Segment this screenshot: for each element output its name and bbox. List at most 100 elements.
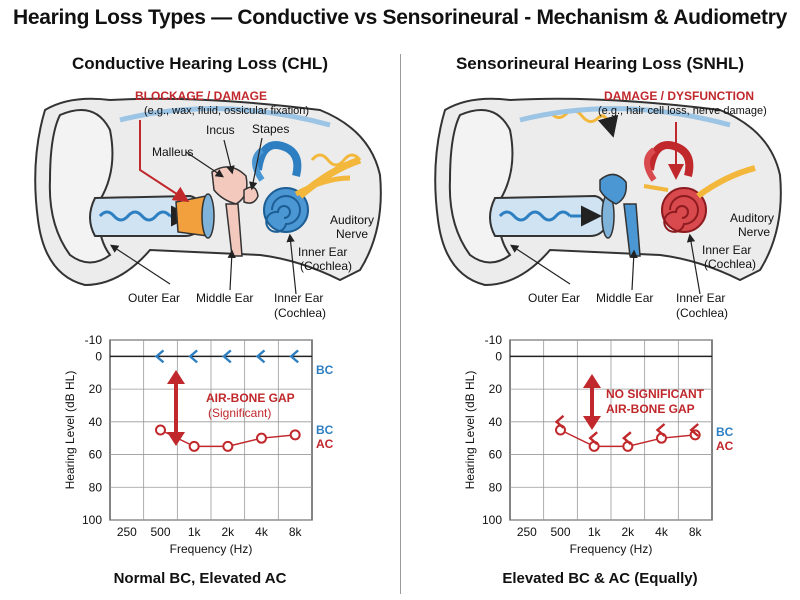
snhl-xtick-label: 1k bbox=[588, 525, 602, 539]
chl-stapes bbox=[243, 186, 259, 204]
snhl-ear-illustration bbox=[434, 97, 782, 295]
chl-ac-point bbox=[289, 429, 301, 441]
chl-panel-title: Conductive Hearing Loss (CHL) bbox=[72, 54, 328, 73]
chl-label-inner-ear-d: (Cochlea) bbox=[274, 306, 326, 320]
snhl-xtick-label: 250 bbox=[517, 525, 537, 539]
snhl-label-inner-ear-b: (Cochlea) bbox=[704, 257, 756, 271]
snhl-bc-point bbox=[588, 431, 598, 446]
snhl-xtick-label: 500 bbox=[550, 525, 570, 539]
snhl-cochlea bbox=[661, 187, 707, 233]
snhl-nerve-branch bbox=[643, 184, 669, 192]
chl-xtick-label: 8k bbox=[289, 525, 303, 539]
chl-eardrum bbox=[201, 193, 215, 239]
chl-callout-arrow bbox=[139, 120, 190, 203]
chl-nerve-signal bbox=[310, 153, 362, 167]
chl-bone-strip bbox=[119, 106, 331, 128]
chl-ac-point bbox=[188, 440, 200, 452]
snhl-semicircular-canal-1 bbox=[646, 141, 694, 177]
snhl-ytick-label: 80 bbox=[489, 480, 503, 494]
chl-label-stapes: Stapes bbox=[252, 122, 289, 136]
chl-xtick-label: 250 bbox=[117, 525, 137, 539]
chl-gap-sublabel: (Significant) bbox=[208, 406, 271, 420]
snhl-auditory-nerve bbox=[696, 165, 756, 199]
snhl-ytick-label: 20 bbox=[489, 382, 503, 396]
snhl-xtick-label: 4k bbox=[655, 525, 669, 539]
chl-label-inner-ear-c: Inner Ear bbox=[274, 291, 323, 305]
chl-xtick-label: 1k bbox=[188, 525, 202, 539]
snhl-ossicles bbox=[599, 173, 628, 205]
chl-xaxis-title: Frequency (Hz) bbox=[170, 542, 253, 556]
snhl-label-middle-ear: Middle Ear bbox=[596, 291, 653, 305]
chl-ytick-label: 100 bbox=[82, 513, 102, 527]
snhl-label-inner-ear-c: Inner Ear bbox=[676, 291, 725, 305]
chl-ytick-label: -10 bbox=[85, 333, 103, 347]
snhl-ytick-label: -10 bbox=[485, 333, 503, 347]
snhl-label-outer-ear: Outer Ear bbox=[528, 291, 580, 305]
snhl-label-auditory: Auditory bbox=[730, 211, 774, 225]
snhl-ear-canal bbox=[489, 194, 606, 237]
chl-ear-illustration bbox=[34, 97, 382, 295]
chl-gap-label: AIR-BONE GAP bbox=[206, 391, 295, 405]
chl-inner-ear-leader bbox=[286, 233, 297, 295]
chl-bc-point bbox=[255, 349, 266, 364]
chl-semicircular-canal-2 bbox=[252, 147, 265, 182]
chl-legend-bc: BC bbox=[316, 423, 334, 437]
chl-stapes-leader bbox=[249, 137, 263, 191]
chl-semicircular-canal-1 bbox=[254, 141, 302, 177]
chl-bc-point bbox=[289, 349, 299, 364]
chl-label-nerve: Nerve bbox=[336, 227, 368, 241]
chl-ytick-label: 0 bbox=[95, 349, 102, 363]
chl-cochlea bbox=[263, 187, 309, 233]
snhl-cochlea-spiral bbox=[663, 195, 699, 233]
snhl-middle-ear-bone bbox=[623, 203, 641, 257]
snhl-bc-point bbox=[554, 414, 565, 429]
chl-label-middle-ear: Middle Ear bbox=[196, 291, 253, 305]
chl-legend-bc-top: BC bbox=[316, 363, 334, 377]
snhl-ytick-label: 60 bbox=[489, 448, 503, 462]
chl-label-inner-ear-b: (Cochlea) bbox=[300, 259, 352, 273]
chl-xtick-label: 2k bbox=[221, 525, 235, 539]
chl-auditory-nerve-branch bbox=[294, 175, 351, 197]
chl-bc-point bbox=[221, 349, 232, 364]
snhl-caption: Elevated BC & AC (Equally) bbox=[502, 570, 698, 587]
chl-callout-title: BLOCKAGE / DAMAGE bbox=[135, 89, 267, 103]
panel-divider bbox=[400, 54, 401, 594]
snhl-ytick-label: 100 bbox=[482, 513, 502, 527]
snhl-ytick-label: 0 bbox=[495, 349, 502, 363]
snhl-middle-ear-leader bbox=[629, 249, 638, 291]
chl-callout-sub: (e.g., wax, fluid, ossicular fixation) bbox=[144, 105, 309, 117]
snhl-label-nerve: Nerve bbox=[738, 225, 770, 239]
snhl-ytick-label: 40 bbox=[489, 415, 503, 429]
snhl-yaxis-title: Hearing Level (dB HL) bbox=[463, 371, 477, 490]
chl-air-bone-gap-arrow bbox=[167, 370, 185, 446]
snhl-gap-arrow bbox=[583, 374, 601, 430]
chl-label-incus: Incus bbox=[206, 123, 235, 137]
chl-label-auditory: Auditory bbox=[330, 213, 374, 227]
chl-cochlea-spiral bbox=[265, 195, 301, 233]
chl-ytick-label: 60 bbox=[89, 448, 103, 462]
page-title: Hearing Loss Types — Conductive vs Senso… bbox=[13, 6, 787, 29]
chl-middle-ear-bone bbox=[225, 203, 243, 257]
chl-ac-point bbox=[256, 432, 267, 444]
snhl-bone-strip bbox=[519, 106, 731, 128]
chl-malleus-leader bbox=[185, 151, 224, 178]
snhl-legend-ac: AC bbox=[716, 439, 734, 453]
snhl-xtick-label: 8k bbox=[689, 525, 703, 539]
snhl-xtick-label: 2k bbox=[621, 525, 635, 539]
snhl-bc-point bbox=[655, 423, 666, 437]
snhl-outer-ear-leader bbox=[509, 244, 571, 285]
snhl-bc-point bbox=[689, 423, 699, 437]
snhl-semicircular-canal-2 bbox=[644, 147, 657, 182]
chl-xtick-label: 500 bbox=[150, 525, 170, 539]
chl-yaxis-title: Hearing Level (dB HL) bbox=[63, 371, 77, 490]
snhl-incoming-wave bbox=[548, 109, 619, 138]
snhl-gap-label-1: NO SIGNIFICANT bbox=[606, 387, 705, 401]
chl-caption: Normal BC, Elevated AC bbox=[113, 570, 287, 587]
chl-bc-point bbox=[154, 349, 165, 364]
chl-ac-point bbox=[155, 424, 166, 436]
snhl-bc-point bbox=[621, 431, 632, 446]
chl-ytick-label: 20 bbox=[89, 382, 103, 396]
snhl-label-inner-ear-a: Inner Ear bbox=[702, 243, 751, 257]
